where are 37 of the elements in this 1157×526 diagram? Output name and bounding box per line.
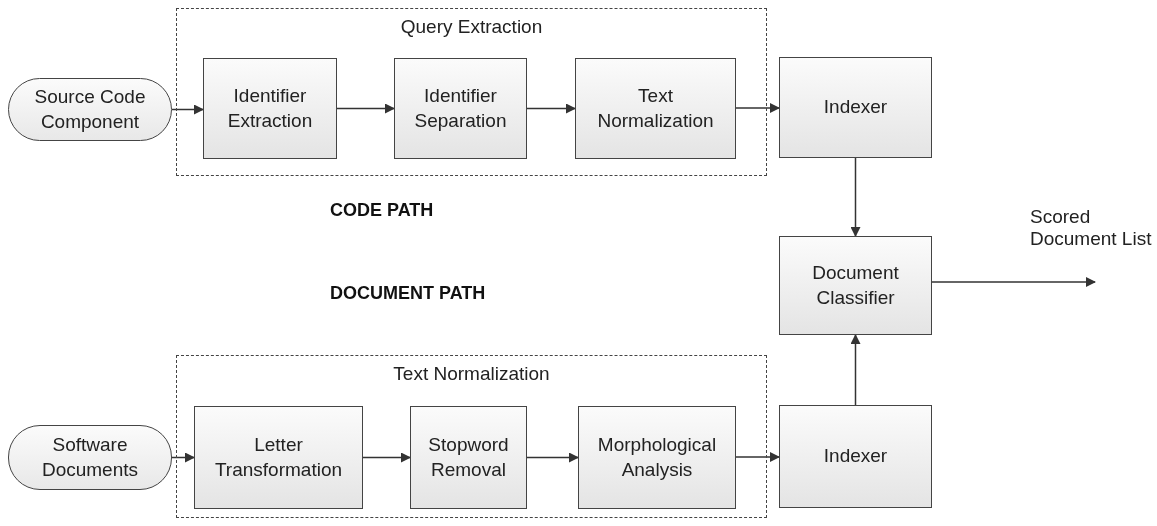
node-label: Source Code Component [33,84,147,134]
node-label: Identifier Separation [413,83,508,133]
process-box [394,58,527,159]
arrow [931,277,1096,287]
arrow [362,452,411,463]
node-label: Software Documents [40,432,140,482]
node-label: Indexer [822,444,889,469]
node-label: Indexer [822,95,889,120]
process-box [779,57,932,158]
process-box [578,406,736,509]
arrow [850,334,861,406]
arrow [526,452,579,463]
dashed-group-box [176,8,767,176]
process-box [203,58,337,159]
node-label: Stopword Removal [427,432,510,482]
arrow [735,452,780,462]
process-box [410,406,527,509]
node-label: Text Normalization [596,83,715,133]
process-box [779,236,932,335]
group-title: Query Extraction [400,15,543,39]
arrow [735,103,780,113]
arrow [850,157,861,237]
node-label: Document Classifier [811,260,900,310]
process-box [779,405,932,508]
arrow [171,104,204,115]
node-label: Morphological Analysis [596,432,718,482]
process-box [575,58,736,159]
arrow [171,452,195,463]
process-box [194,406,363,509]
arrow [336,103,395,114]
path-heading: CODE PATH [330,200,434,221]
node-label: Identifier Extraction [226,83,314,133]
arrow [526,103,576,114]
dashed-group-box [176,355,767,518]
node-label: Letter Transformation [213,432,344,482]
path-heading: DOCUMENT PATH [330,283,486,304]
group-title: Text Normalization [393,362,550,386]
